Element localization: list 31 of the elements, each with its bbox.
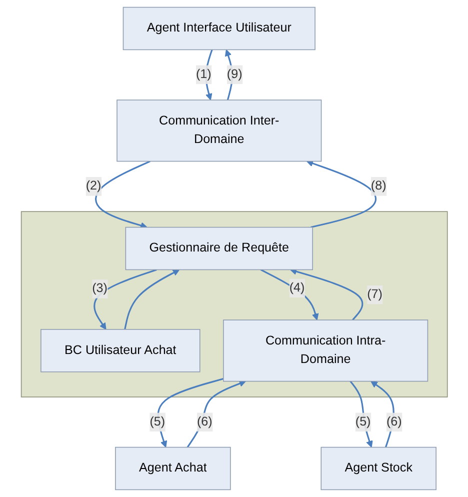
node-box: Communication Inter-Domaine [116,100,322,162]
arrow [370,380,394,448]
edge-label: (4) [288,281,304,294]
arrow [224,49,233,100]
arrow [290,268,363,320]
arrow [260,269,318,320]
edge-label: (6) [386,415,402,428]
edge-label: (3) [92,282,108,296]
node-box: Communication Intra-Domaine [222,320,428,382]
arrow [156,378,224,448]
arrow [349,380,372,448]
node-box: Agent Interface Utilisateur [122,6,316,50]
arrow [204,49,212,100]
node-box: Gestionnaire de Requête [124,226,313,270]
edge-label: (8) [370,179,386,193]
edge-label: (6) [196,415,212,428]
edge-label: (5) [149,415,165,428]
arrow [124,269,180,330]
node-box: Agent Stock [320,446,436,490]
node-box: Agent Achat [114,446,230,490]
edge-label: (1) [196,68,212,81]
arrow [186,380,246,448]
arrow [93,268,157,330]
edge-label: (5) [355,415,370,428]
arrow [94,160,150,229]
edge-label: (2) [86,179,101,193]
edge-label: (7) [366,288,382,302]
arrow [306,160,376,228]
edge-label: (9) [226,68,242,81]
node-box: BC Utilisateur Achat [40,329,200,372]
cluster [20,211,448,398]
